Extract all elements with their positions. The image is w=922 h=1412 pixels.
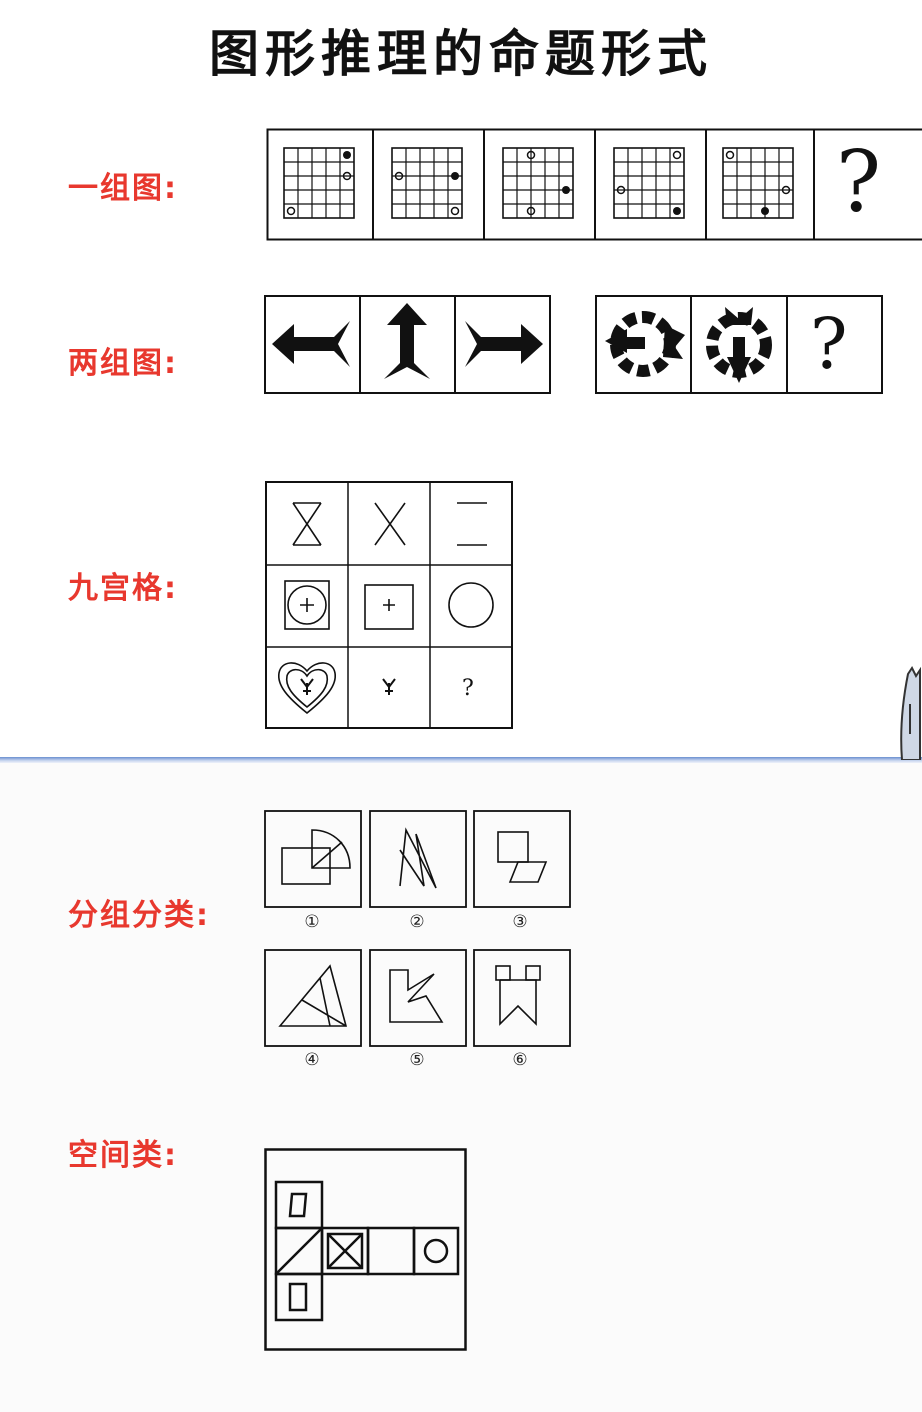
kite-shape-icon [389,969,444,1023]
grid-figure-1 [283,147,355,219]
option-number-3: ③ [512,912,528,932]
label-nine-grid: 九宫格: [68,571,178,606]
ring-arrow-icon-1 [605,311,685,377]
label-classification: 分组分类: [68,898,210,933]
question-mark-1: ? [836,133,882,231]
grid-figure-5 [722,147,794,219]
option-number-5: ⑤ [409,1050,425,1070]
cross-lines-icon [374,502,406,546]
arrow-right-icon [465,321,543,367]
grid-figure-2 [391,147,463,219]
ring-arrow-icon-2 [706,307,772,383]
castle-shape-icon [495,965,541,1026]
one-group-sequence [266,128,922,242]
square-parallelogram-icon [497,831,548,883]
grid-figure-4 [613,147,685,219]
question-mark-3: ? [462,676,474,701]
question-mark-2: ? [810,303,848,385]
top-slide-region [0,0,922,760]
option-number-2: ② [409,912,425,932]
heart-icon [278,662,336,715]
nine-grid [265,481,515,731]
grid-figure-3 [502,147,574,219]
classification-figures [264,810,574,1050]
spatial-net-figure [264,1148,470,1354]
two-groups-second-set [595,295,885,395]
square-circle-plus-icon [284,580,330,630]
option-number-1: ① [304,912,320,932]
arrow-left-icon [272,321,350,367]
option-number-6: ⑥ [512,1050,528,1070]
bottom-slide-region [0,762,922,1412]
option-number-4: ④ [304,1050,320,1070]
slide-divider [0,757,922,763]
arrow-up-icon [384,303,430,379]
small-figure-icon [382,678,396,695]
label-one-group: 一组图: [68,171,178,206]
page-title: 图形推理的命题形式 [209,25,713,83]
mascot-figure [898,664,922,761]
two-lines-icon [457,502,487,546]
triangle-split-icon [278,964,348,1027]
hourglass-icon [292,502,322,546]
label-spatial: 空间类: [68,1138,178,1173]
quarter-circle-rect-icon [281,829,351,885]
two-groups-first-set [264,295,552,395]
zigzag-icon [399,827,437,889]
label-two-groups: 两组图: [68,346,178,381]
square-plus-icon [364,584,414,630]
circle-icon [448,582,494,628]
